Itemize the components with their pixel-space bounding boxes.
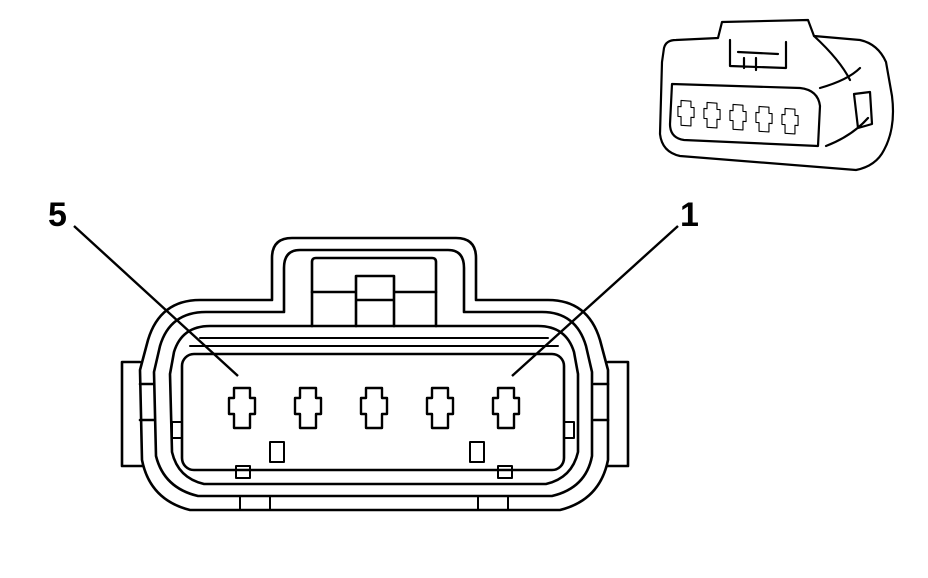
iso-front-face	[668, 82, 822, 148]
callout-label-1: 1	[680, 196, 699, 234]
bottom-rail	[239, 495, 509, 511]
pin-cavity-3	[359, 386, 389, 430]
right-side-tab	[592, 360, 630, 468]
pin-cavity-4	[293, 386, 323, 430]
keying-notch	[563, 421, 575, 439]
latch-frame	[310, 256, 438, 328]
iso-latch	[728, 38, 788, 72]
iso-pin-cavity	[755, 105, 773, 133]
keying-notch	[269, 441, 285, 463]
pin-face-notches	[171, 421, 575, 479]
keying-notch	[171, 421, 183, 439]
iso-pin-cavity	[729, 103, 747, 131]
pin-face	[180, 352, 566, 472]
pin-cavities	[227, 386, 521, 430]
pin-cavity-5	[227, 386, 257, 430]
connector-shell-contour	[152, 248, 594, 498]
iso-housing-outline	[658, 18, 895, 172]
latch-tab	[310, 274, 438, 328]
callout-leader-5	[73, 225, 239, 377]
connector-iso-view	[658, 18, 895, 172]
connector-outer-shell	[138, 236, 610, 512]
callouts: 5 1	[48, 196, 699, 377]
left-side-tab	[120, 360, 156, 468]
pin-cavity-1	[491, 386, 521, 430]
connector-inner-contour	[168, 324, 580, 486]
shell-ribs	[189, 337, 559, 347]
keying-notch	[235, 465, 251, 479]
callout-leader-1	[511, 225, 679, 377]
iso-pin-cavity	[677, 99, 695, 127]
pin-cavity-2	[425, 386, 455, 430]
callout-label-5: 5	[48, 196, 67, 234]
iso-pin-cavity	[703, 101, 721, 129]
keying-notch	[469, 441, 485, 463]
iso-side-detail	[812, 34, 874, 148]
iso-pin-cavities	[677, 99, 799, 135]
connector-face-view	[120, 236, 630, 512]
keying-notch	[497, 465, 513, 479]
iso-pin-cavity	[781, 107, 799, 135]
